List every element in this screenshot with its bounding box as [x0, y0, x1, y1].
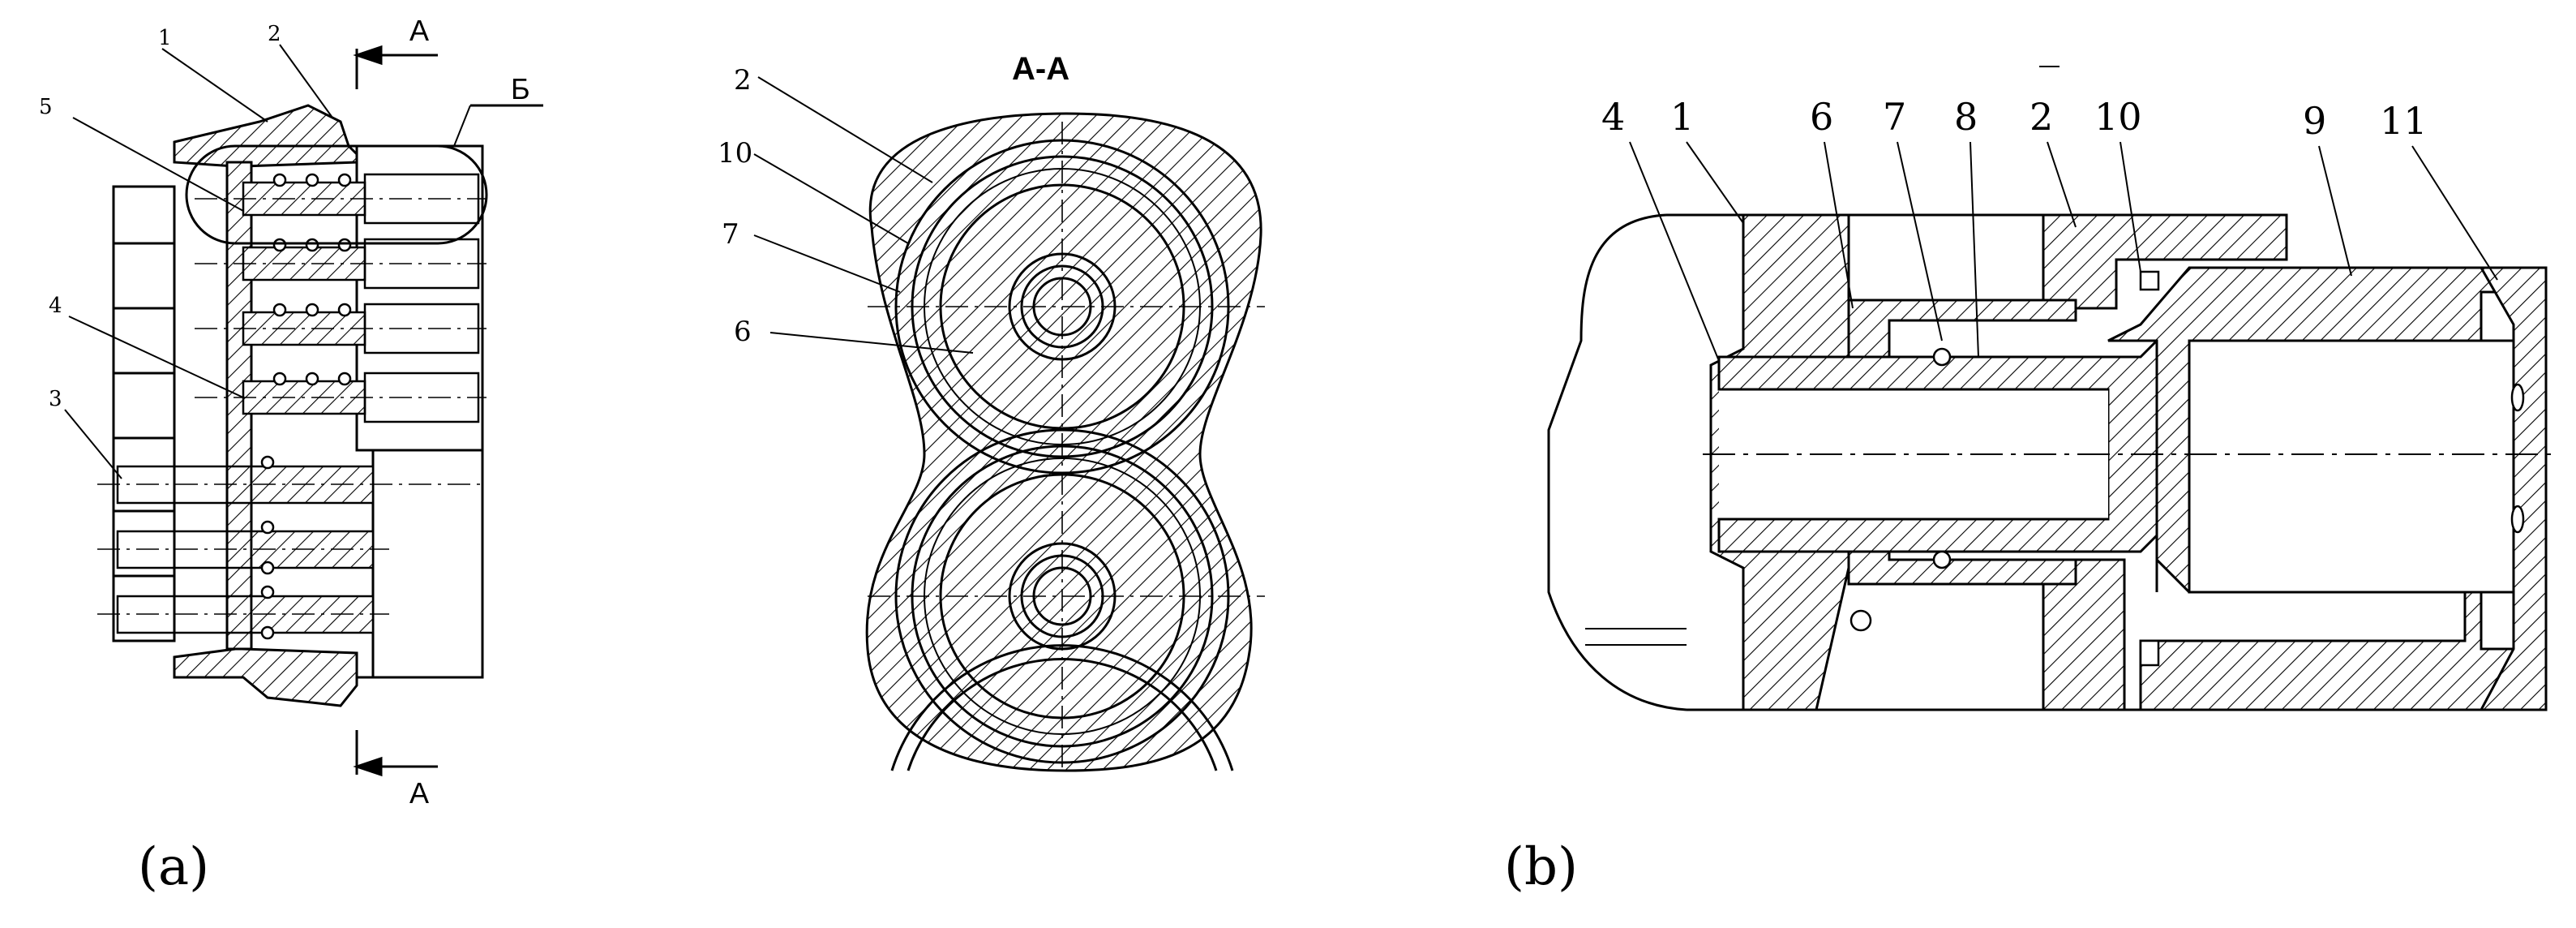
callout-b-6: 6 [1810, 95, 1833, 139]
callout-b-7: 7 [1883, 95, 1906, 139]
callout-s-10: 10 [718, 137, 752, 170]
callout-b-9: 9 [2303, 99, 2326, 143]
callout-s-2: 2 [734, 64, 752, 97]
callout-b-2: 2 [2030, 95, 2053, 139]
callout-b-4: 4 [1601, 95, 1625, 139]
panel-a-section-view: A-A 2 10 7 6 [718, 51, 1265, 772]
callout-a-3: 3 [49, 387, 62, 411]
callout-s-7: 7 [722, 218, 739, 251]
detail-mark: Б [511, 72, 530, 105]
panel-b-section: 4 1 6 7 8 2 10 9 11 [1547, 66, 2554, 711]
panel-a-side-view: 1 2 5 4 3 A A Б [39, 14, 543, 810]
callout-b-1: 1 [1670, 95, 1694, 139]
callout-a-4: 4 [49, 294, 62, 318]
callout-b-10: 10 [2094, 95, 2142, 139]
section-mark-top: A [409, 14, 429, 47]
callout-a-2: 2 [268, 22, 281, 46]
callout-b-11: 11 [2380, 99, 2428, 143]
section-mark-bottom: A [409, 776, 429, 810]
caption-a: (a) [138, 837, 209, 897]
section-title: A-A [1012, 51, 1069, 87]
callout-a-1: 1 [158, 26, 172, 50]
callout-s-6: 6 [734, 316, 752, 348]
caption-b: (b) [1504, 837, 1578, 897]
callout-a-5: 5 [39, 95, 53, 119]
callout-b-8: 8 [1954, 95, 1978, 139]
